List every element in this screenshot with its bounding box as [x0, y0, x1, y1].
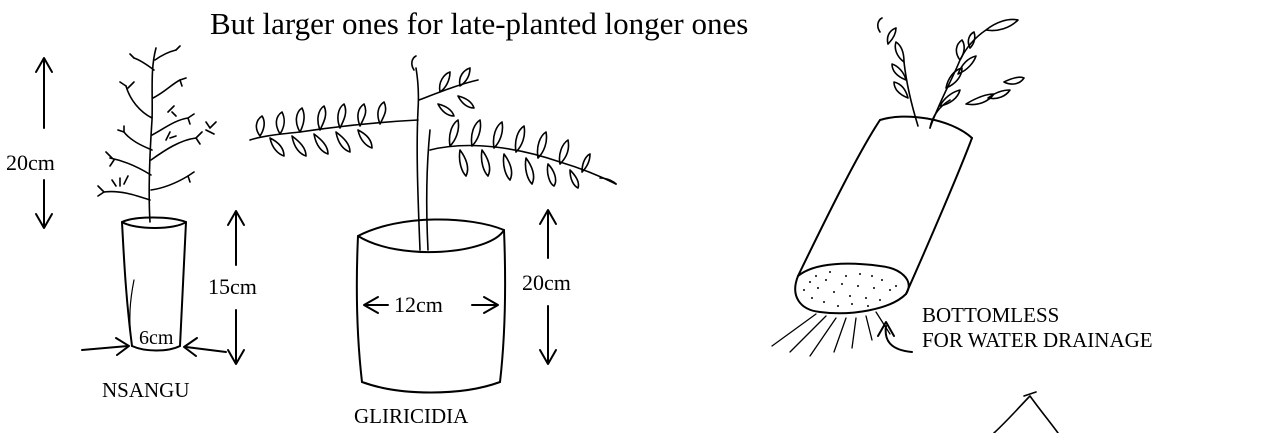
- nsangu-plant-height-arrow: [36, 58, 52, 228]
- nsangu-plant-height-label: 20cm: [6, 152, 55, 174]
- nsangu-pot-height-label: 15cm: [208, 276, 257, 298]
- soil-stipple: [803, 271, 897, 307]
- nsangu-name-label: NSANGU: [102, 380, 190, 401]
- water-drainage-lines: [772, 312, 890, 356]
- gliricidia-pot-width-label: 12cm: [394, 294, 443, 316]
- gliricidia-seedling: [250, 56, 616, 250]
- nsangu-seedling: [98, 46, 216, 222]
- bottomless-note-line1: BOTTOMLESS: [922, 304, 1059, 326]
- bottomless-pot-seedling: [878, 18, 1024, 128]
- gliricidia-illustration: [250, 56, 616, 393]
- gliricidia-pot-height-label: 20cm: [522, 272, 571, 294]
- bottomless-pot-tube: [795, 117, 972, 314]
- drainage-pointer-arrow: [878, 322, 912, 352]
- bottomless-note-line2: FOR WATER DRAINAGE: [922, 329, 1153, 351]
- gliricidia-name-label: GLIRICIDIA: [354, 406, 468, 427]
- partial-sketch-fragment: [994, 392, 1058, 433]
- nsangu-illustration: [36, 46, 244, 364]
- nsangu-pot-width-label: 6cm: [139, 328, 173, 348]
